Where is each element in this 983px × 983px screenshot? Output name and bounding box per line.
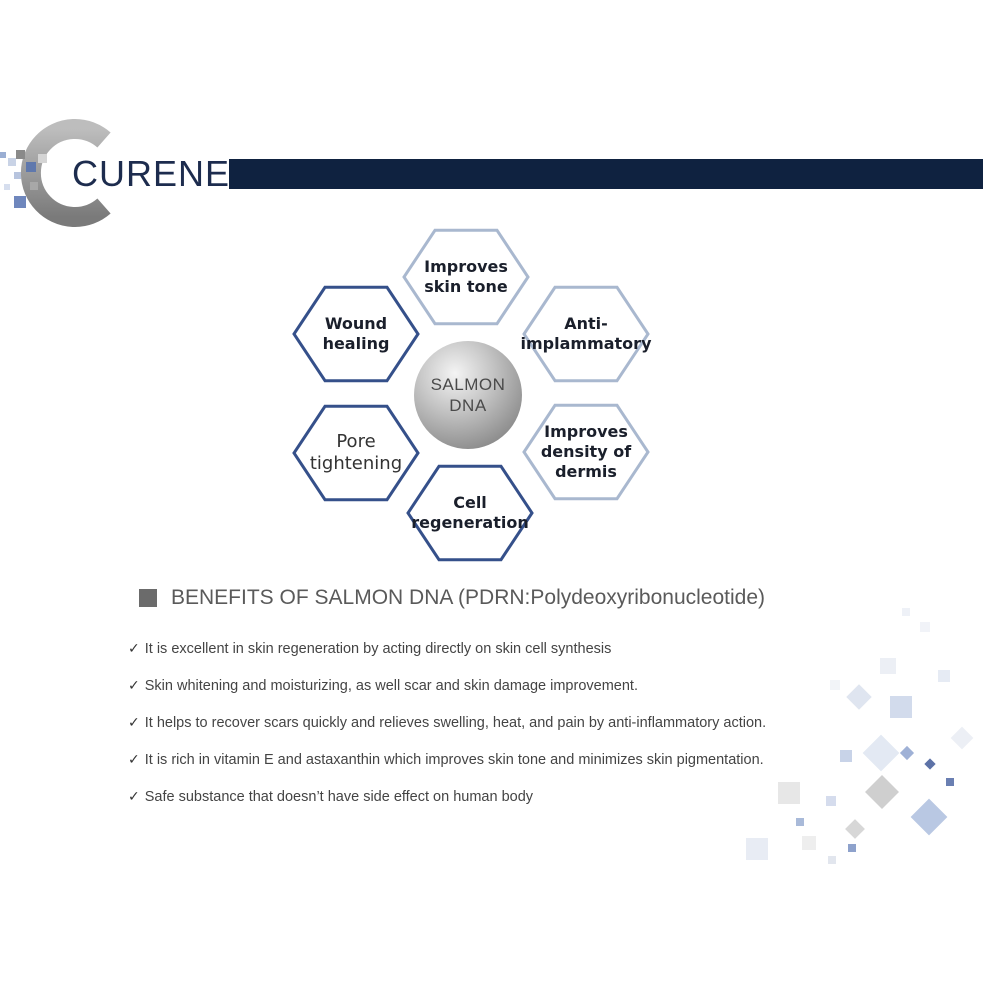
brand-name: CURENEX	[72, 153, 256, 194]
check-mark-icon: ✓	[128, 788, 140, 804]
center-label: SALMON DNA	[430, 374, 506, 415]
hexagon-label-wound-healing: Wound healing	[322, 314, 390, 353]
hexagon-label-pore-tightening: Pore tightening	[309, 430, 403, 475]
square-bullet-icon	[139, 589, 157, 607]
check-mark-icon: ✓	[128, 640, 140, 656]
benefit-text: Skin whitening and moisturizing, as well…	[144, 677, 638, 694]
benefits-diagram	[292, 228, 650, 562]
benefits-title-text: BENEFITS OF SALMON DNA (PDRN:Polydeoxyri…	[171, 586, 766, 609]
hexagon-label-cell-regeneration: Cell regeneration	[411, 493, 529, 532]
hexagon-pore-tightening	[292, 404, 420, 502]
curenex-logo-icon	[0, 119, 111, 227]
list-item: ✓It is rich in vitamin E and astaxanthin…	[128, 741, 766, 778]
header-bar	[229, 159, 983, 189]
center-sphere	[414, 341, 522, 449]
check-mark-icon: ✓	[128, 677, 140, 693]
hexagon-anti-inflammatory	[522, 285, 650, 383]
list-item: ✓It is excellent in skin regeneration by…	[128, 630, 766, 667]
benefit-list: ✓It is excellent in skin regeneration by…	[128, 630, 766, 815]
hexagon-skin-tone	[402, 228, 530, 326]
decorative-pixels-icon	[746, 608, 974, 864]
benefit-text: Safe substance that doesn’t have side ef…	[144, 788, 534, 805]
benefit-text: It is excellent in skin regeneration by …	[144, 640, 612, 657]
list-item: ✓Skin whitening and moisturizing, as wel…	[128, 667, 766, 704]
list-item: ✓Safe substance that doesn’t have side e…	[128, 778, 766, 815]
hexagon-label-skin-tone: Improves skin tone	[424, 257, 508, 296]
hexagon-cell-regeneration	[406, 464, 534, 562]
benefits-title: BENEFITS OF SALMON DNA (PDRN:Polydeoxyri…	[139, 586, 765, 610]
benefit-text: It is rich in vitamin E and astaxanthin …	[144, 751, 764, 768]
hexagon-wound-healing	[292, 285, 420, 383]
benefit-text: It helps to recover scars quickly and re…	[144, 714, 767, 731]
hexagon-density	[522, 403, 650, 501]
hexagon-label-anti-inflammatory: Anti- implammatory	[520, 314, 652, 353]
check-mark-icon: ✓	[128, 751, 140, 767]
hexagon-label-density: Improves density of dermis	[540, 422, 632, 481]
list-item: ✓It helps to recover scars quickly and r…	[128, 704, 766, 741]
check-mark-icon: ✓	[128, 714, 140, 730]
